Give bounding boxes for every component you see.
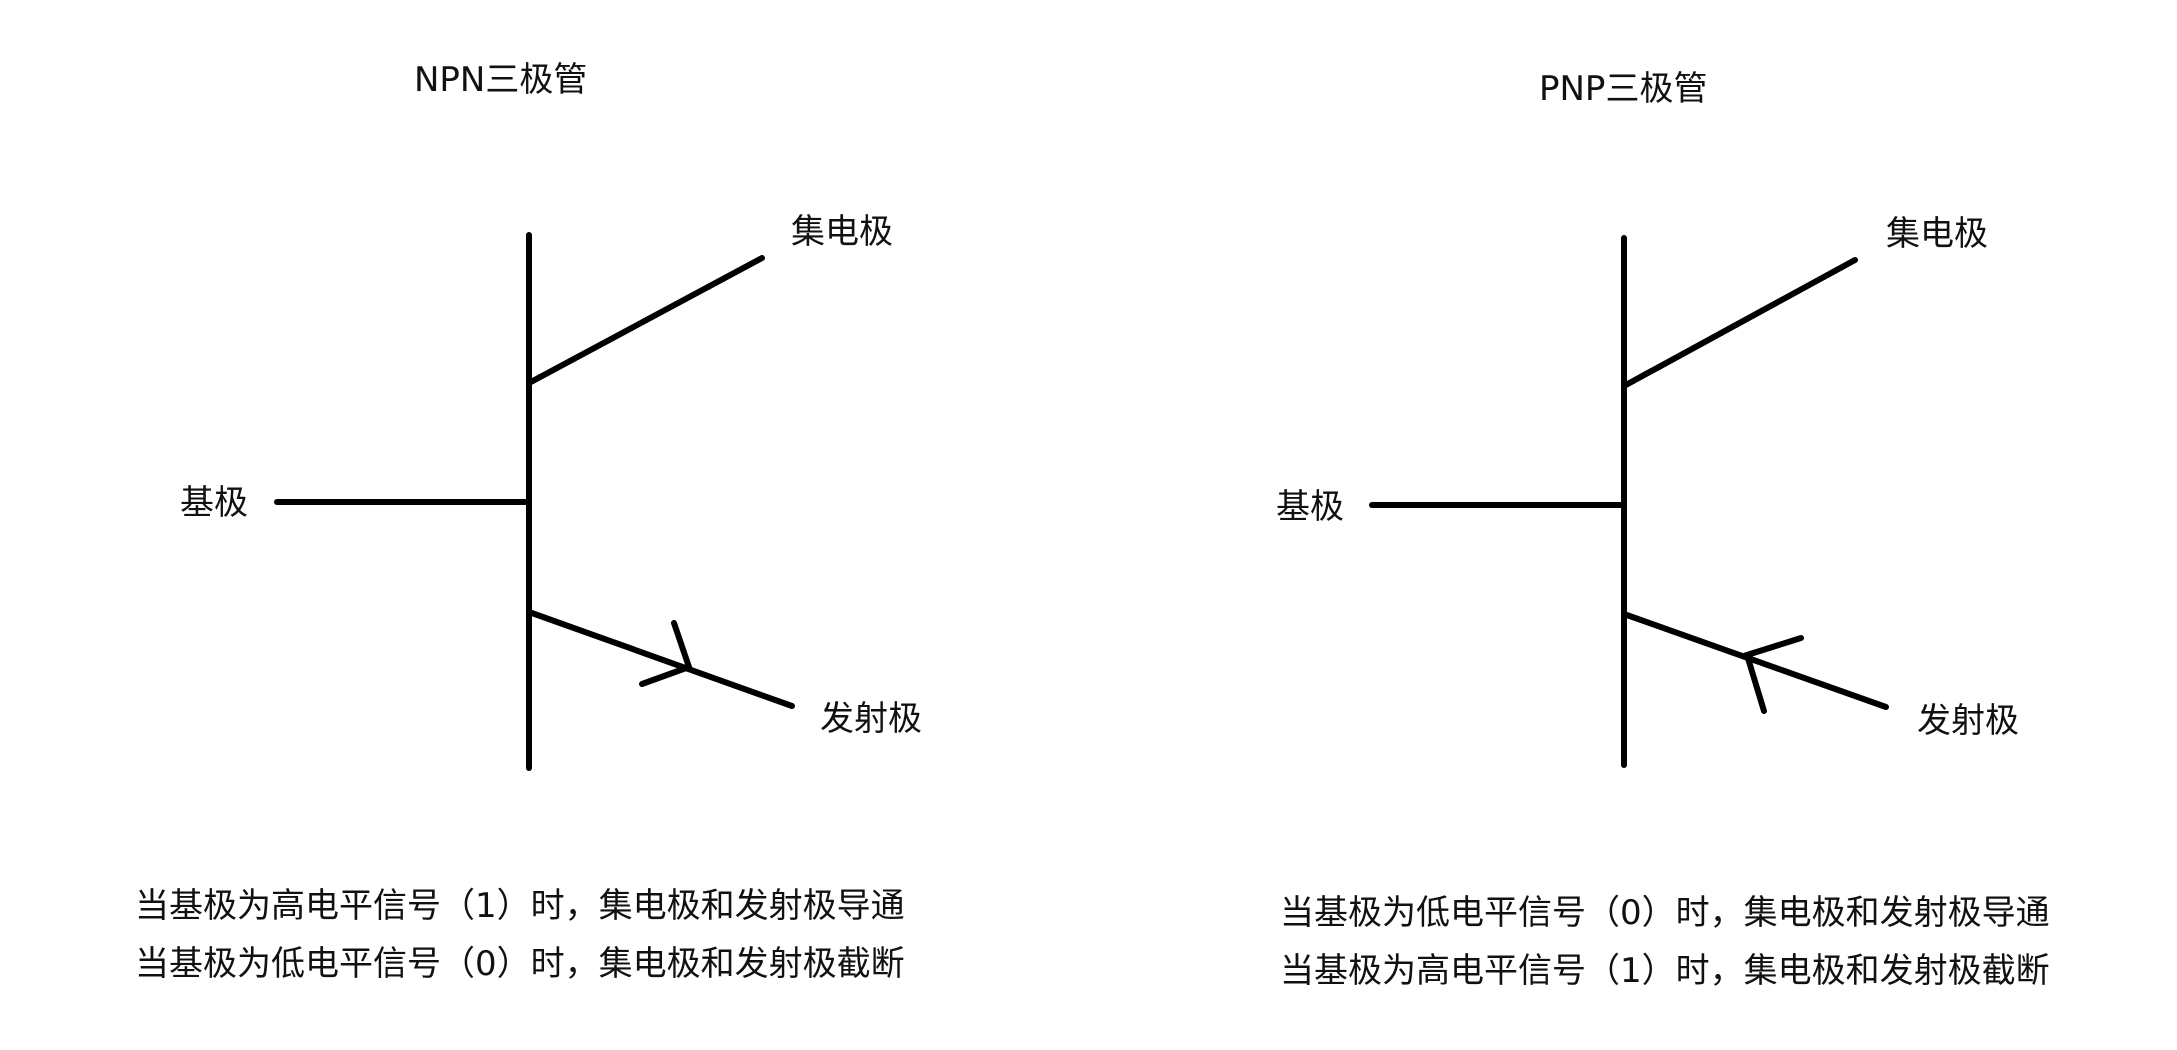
pnp-emitter-lead	[1621, 611, 1889, 710]
npn-collector-label: 集电极	[791, 212, 893, 252]
npn-desc-line1: 当基极为高电平信号（1）时，集电极和发射极导通	[135, 886, 905, 926]
pnp-desc-line2: 当基极为高电平信号（1）时，集电极和发射极截断	[1280, 951, 2050, 991]
npn-desc-line2: 当基极为低电平信号（0）时，集电极和发射极截断	[135, 944, 905, 984]
npn-diagram: NPN三极管 集电极 基极 发射极 当基极为高电平信号（1）时，集电极和发射极导…	[135, 60, 922, 984]
npn-base-label: 基极	[180, 483, 248, 523]
pnp-title: PNP三极管	[1539, 69, 1707, 109]
npn-emitter-arrow	[639, 620, 693, 687]
npn-title: NPN三极管	[414, 60, 587, 100]
npn-emitter-label: 发射极	[820, 699, 922, 739]
pnp-collector-lead	[1621, 257, 1858, 389]
pnp-emitter-arrow	[1743, 635, 1804, 714]
pnp-diagram: PNP三极管 集电极 基极 发射极 当基极为低电平信号（0）时，集电极和发射极导…	[1276, 69, 2050, 991]
pnp-collector-label: 集电极	[1886, 214, 1988, 254]
npn-emitter-lead	[526, 609, 795, 709]
npn-collector-lead	[526, 255, 765, 386]
pnp-desc-line1: 当基极为低电平信号（0）时，集电极和发射极导通	[1280, 893, 2050, 933]
pnp-emitter-label: 发射极	[1917, 701, 2019, 741]
pnp-base-label: 基极	[1276, 487, 1344, 527]
